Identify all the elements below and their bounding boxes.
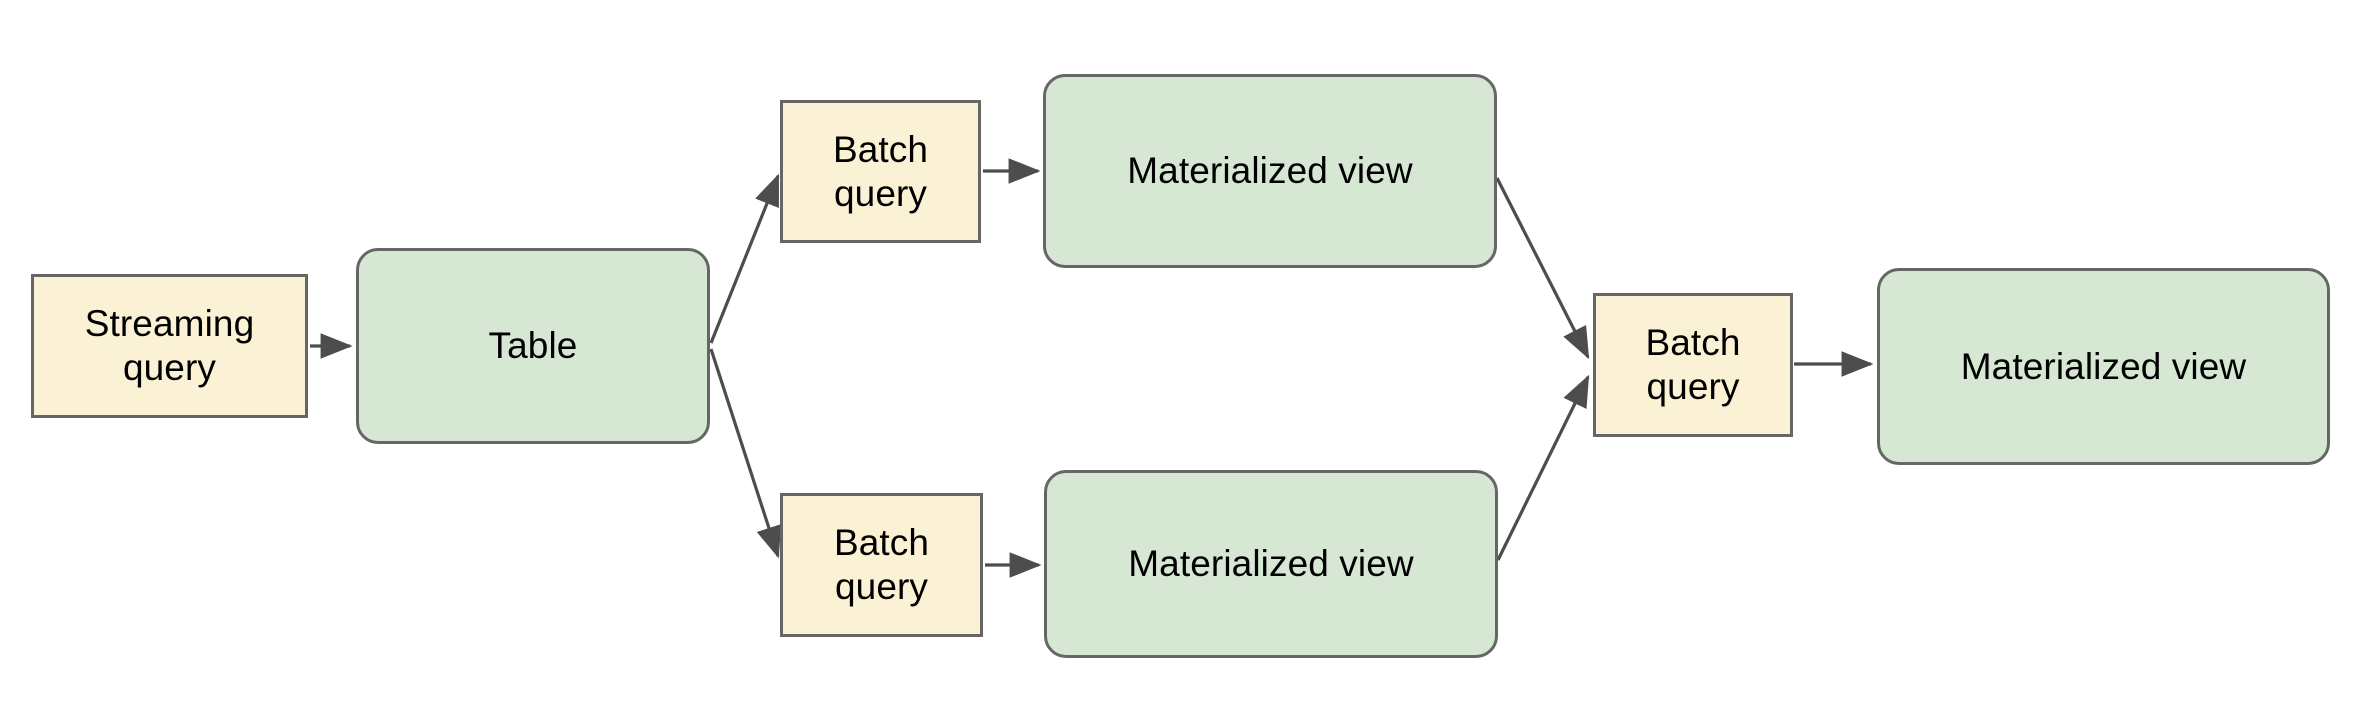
- node-label-materialized-view-final: Materialized view: [1960, 345, 2247, 387]
- node-batch-query-bottom[interactable]: Batch query: [780, 493, 983, 637]
- node-label-batch-query-merge: Batch query: [1645, 322, 1741, 407]
- node-streaming-query[interactable]: Streaming query: [31, 274, 308, 418]
- node-materialized-view-bottom[interactable]: Materialized view: [1044, 470, 1498, 658]
- node-batch-query-top[interactable]: Batch query: [780, 100, 981, 243]
- node-batch-query-merge[interactable]: Batch query: [1593, 293, 1793, 437]
- edge-table-to-batch-top: [709, 173, 780, 344]
- edge-table-to-batch-bottom: [709, 348, 782, 559]
- node-label-batch-query-bottom: Batch query: [833, 522, 930, 607]
- node-label-batch-query-top: Batch query: [832, 128, 929, 214]
- node-table[interactable]: Table: [356, 248, 710, 444]
- node-materialized-view-top[interactable]: Materialized view: [1043, 74, 1497, 268]
- node-label-materialized-view-bottom: Materialized view: [1128, 543, 1414, 585]
- node-materialized-view-final[interactable]: Materialized view: [1877, 268, 2330, 465]
- edge-mv-top-to-batch-merge: [1495, 177, 1590, 360]
- node-label-streaming-query: Streaming query: [84, 303, 255, 388]
- node-label-materialized-view-top: Materialized view: [1127, 150, 1413, 192]
- edge-mv-bottom-to-batch-merge: [1496, 374, 1590, 561]
- node-label-table: Table: [488, 325, 578, 367]
